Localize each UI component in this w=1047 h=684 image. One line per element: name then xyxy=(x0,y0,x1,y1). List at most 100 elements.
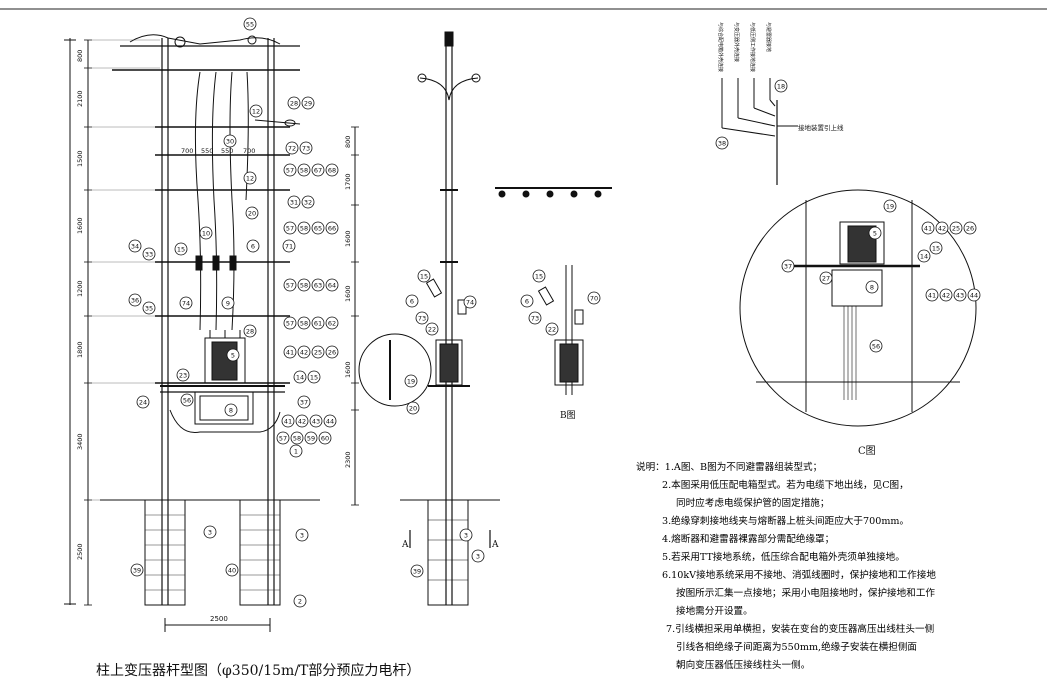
callout-circle xyxy=(243,17,257,31)
callout-circle xyxy=(142,301,156,315)
callout-number: 71 xyxy=(285,242,293,250)
callout-number: 34 xyxy=(131,242,139,250)
callout-circle xyxy=(532,269,546,283)
section-a-left: A xyxy=(402,540,409,550)
callout-circle xyxy=(967,288,981,302)
callout-number: 28 xyxy=(246,327,254,335)
callout-number: 55 xyxy=(246,20,254,28)
callout-number: 74 xyxy=(466,298,474,306)
callout-number: 37 xyxy=(300,398,308,406)
callout-circle xyxy=(297,163,311,177)
callout-number: 23 xyxy=(179,371,187,379)
svg-text:与避雷器接地: 与避雷器接地 xyxy=(765,22,772,52)
callout-number: 32 xyxy=(304,198,312,206)
callout-number: 41 xyxy=(928,291,936,299)
callout-number: 14 xyxy=(920,252,928,260)
callout-number: 41 xyxy=(284,417,292,425)
callout-circle xyxy=(179,296,193,310)
callout-circle xyxy=(203,525,217,539)
callout-number: 43 xyxy=(312,417,320,425)
callout-circle xyxy=(287,96,301,110)
callout-number: 6 xyxy=(525,297,529,305)
note-line: 2.本图采用低压配电箱型式。若为电缆下地出线，见C图， xyxy=(662,480,909,491)
callout-circle xyxy=(142,247,156,261)
svg-text:2300: 2300 xyxy=(344,451,352,468)
callout-number: 42 xyxy=(938,224,946,232)
callout-circle xyxy=(281,414,295,428)
callout-number: 60 xyxy=(321,434,329,442)
callout-number: 64 xyxy=(328,281,336,289)
callout-circle xyxy=(528,311,542,325)
callout-number: 72 xyxy=(288,144,296,152)
callout-number: 42 xyxy=(298,417,306,425)
callout-number: 5 xyxy=(873,229,877,237)
callout-number: 40 xyxy=(228,566,236,574)
callout-circle xyxy=(283,221,297,235)
callout-number: 42 xyxy=(300,348,308,356)
callout-number: 27 xyxy=(822,274,830,282)
callout-number: 41 xyxy=(924,224,932,232)
callout-number: 6 xyxy=(251,242,255,250)
callout-number: 73 xyxy=(302,144,310,152)
callout-number: 26 xyxy=(328,348,336,356)
callout-number: 12 xyxy=(252,107,260,115)
callout-circle xyxy=(297,221,311,235)
callout-number: 57 xyxy=(286,224,294,232)
callout-circle xyxy=(545,322,559,336)
callout-number: 56 xyxy=(183,396,191,404)
note-line: 7.引线横担采用单横担，安装在变台的变压器高压出线柱头一侧 xyxy=(666,624,935,635)
callout-number: 25 xyxy=(314,348,322,356)
callout-number: 8 xyxy=(229,406,233,414)
svg-text:800: 800 xyxy=(344,136,352,148)
callout-circle xyxy=(283,316,297,330)
callout-circle xyxy=(301,195,315,209)
callout-circle xyxy=(410,564,424,578)
callout-circle xyxy=(325,278,339,292)
svg-text:与综合配电箱外壳连接: 与综合配电箱外壳连接 xyxy=(717,22,724,72)
callout-number: 12 xyxy=(246,174,254,182)
callout-circle xyxy=(226,348,240,362)
callout-number: 18 xyxy=(777,82,785,90)
callout-circle xyxy=(295,414,309,428)
callout-number: 10 xyxy=(202,229,210,237)
ground-lead-label: 接地装置引上线 xyxy=(798,124,844,132)
callout-number: 39 xyxy=(133,566,141,574)
callout-circle xyxy=(224,403,238,417)
callout-circle xyxy=(297,345,311,359)
c-view-label: C图 xyxy=(858,446,876,457)
front-view xyxy=(64,34,359,632)
svg-text:1600: 1600 xyxy=(344,230,352,247)
callout-circle xyxy=(406,401,420,415)
notes-block: 说明：1.A图、B图为不同避雷器组装型式； 2.本图采用低压配电箱型式。若为电缆… xyxy=(636,459,936,675)
callout-circle xyxy=(285,141,299,155)
callout-number: 43 xyxy=(956,291,964,299)
note-line: 同时应考虑电缆保护管的固定措施； xyxy=(676,498,830,509)
callout-number: 57 xyxy=(286,281,294,289)
callout-circle xyxy=(225,563,239,577)
callout-number: 35 xyxy=(145,304,153,312)
callout-circle xyxy=(939,288,953,302)
callout-circle xyxy=(883,199,897,213)
callout-circle xyxy=(405,294,419,308)
svg-text:1700: 1700 xyxy=(344,173,352,190)
callout-circle xyxy=(865,280,879,294)
callout-circle xyxy=(128,239,142,253)
callout-circle xyxy=(307,370,321,384)
callout-number: 58 xyxy=(300,166,308,174)
callout-circle xyxy=(953,288,967,302)
svg-text:1800: 1800 xyxy=(76,341,84,358)
svg-text:1200: 1200 xyxy=(76,280,84,297)
callout-circle xyxy=(318,431,332,445)
callout-number: 67 xyxy=(314,166,322,174)
callout-circle xyxy=(293,594,307,608)
callout-circle xyxy=(299,141,313,155)
arrester-crossarm xyxy=(495,187,612,198)
callout-circle xyxy=(325,316,339,330)
callout-circle xyxy=(246,239,260,253)
callout-circle xyxy=(869,339,883,353)
svg-text:1600: 1600 xyxy=(76,217,84,234)
note-line: 6.10kV接地系统采用不接地、消弧线圈时，保护接地和工作接地 xyxy=(662,570,936,581)
callout-circle xyxy=(297,278,311,292)
